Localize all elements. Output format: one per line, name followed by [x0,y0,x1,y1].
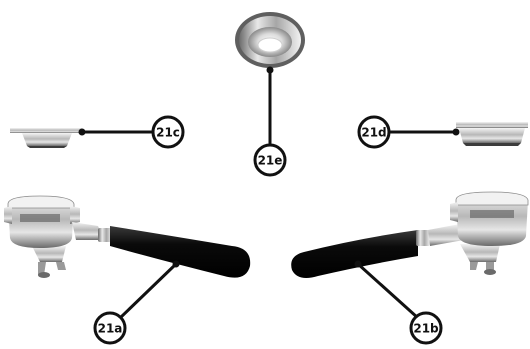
callout-label-21a: 21a [98,322,123,336]
callout-21a: 21a [93,311,127,345]
callout-label-21c: 21c [156,126,180,140]
callout-label-21d: 21d [361,126,386,140]
portafilter-left-image [4,195,251,278]
leader-dot-21e [266,66,274,74]
callout-label-21e: 21e [258,154,283,168]
basket-side-view-right-image [456,122,528,146]
leader-lines [82,70,456,320]
leader-line-21a [118,262,178,320]
callout-21c: 21c [151,115,185,149]
callout-21e: 21e [253,143,287,177]
leader-dots [78,66,460,268]
basket-side-view-left-image [10,128,82,148]
callout-label-21b: 21b [413,322,439,336]
leader-dot-21d [452,128,460,136]
portafilter-right-image [291,191,529,278]
leader-dot-21c [78,128,86,136]
basket-top-view-image [235,12,305,68]
callout-21d: 21d [357,115,391,149]
callout-21b: 21b [409,311,443,345]
leader-dot-21a [172,260,180,268]
leader-line-21b [356,262,420,320]
leader-dot-21b [354,260,362,268]
